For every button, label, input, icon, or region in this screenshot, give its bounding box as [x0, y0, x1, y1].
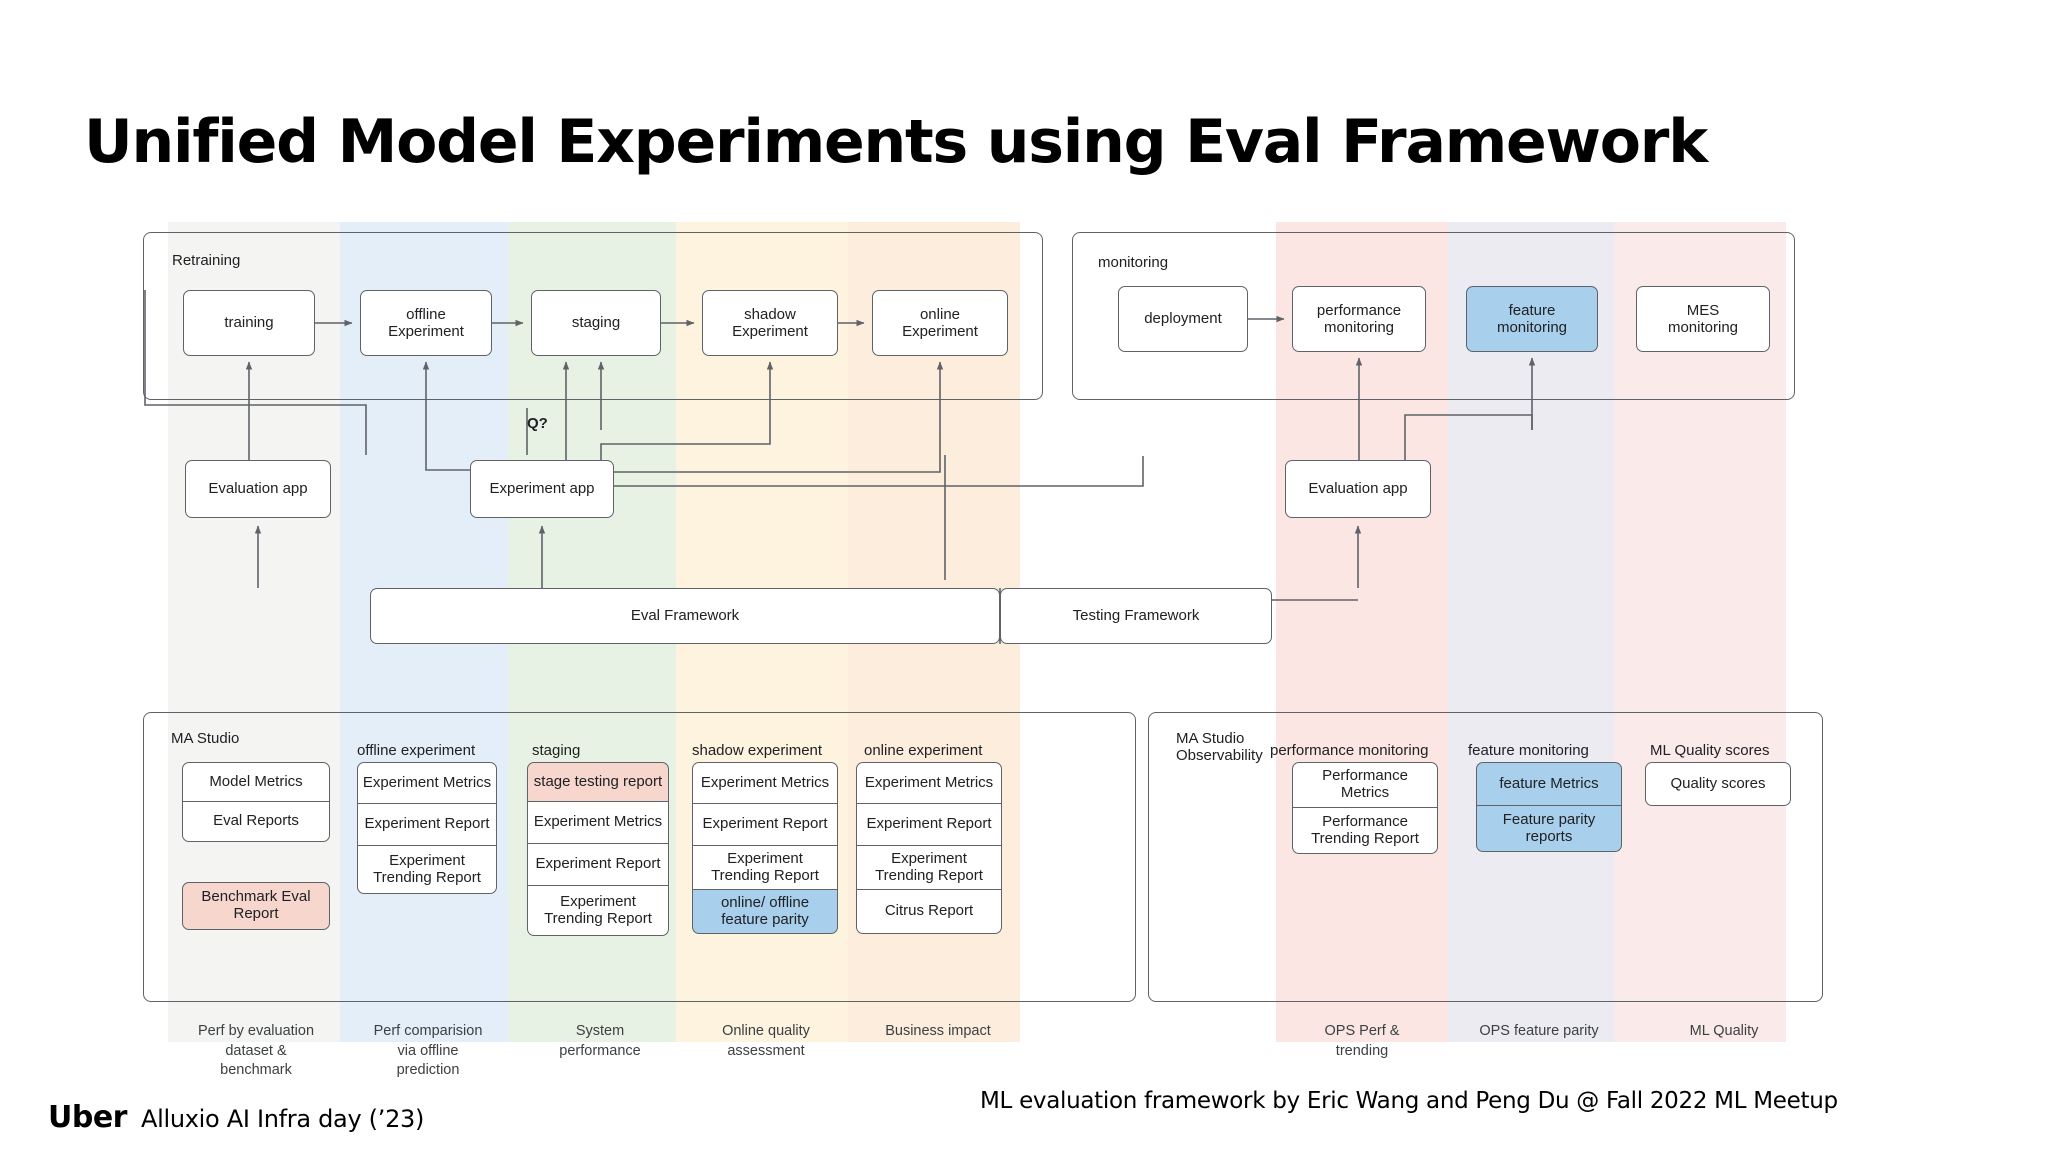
evaluation-app-left[interactable]: Evaluation app	[185, 460, 331, 518]
eval-framework[interactable]: Eval Framework	[370, 588, 1000, 644]
card-model-metrics[interactable]: Model Metrics	[182, 762, 330, 802]
card-eval-reports[interactable]: Eval Reports	[182, 802, 330, 842]
q-question-label: Q?	[527, 415, 548, 432]
card-quality-scores[interactable]: Quality scores	[1645, 762, 1791, 806]
online-experiment-column-title: online experiment	[864, 742, 983, 759]
retraining-group-label: Retraining	[172, 252, 241, 269]
caption-ops-feature: OPS feature parity	[1479, 1023, 1599, 1039]
ma-studio-observability-panel	[1148, 712, 1823, 1002]
experiment-app[interactable]: Experiment app	[470, 460, 614, 518]
evaluation-app-right[interactable]: Evaluation app	[1285, 460, 1431, 518]
card-experiment-metrics[interactable]: Experiment Metrics	[527, 802, 669, 844]
caption-ops-perf: OPS Perf &trending	[1324, 1023, 1400, 1059]
monitoring-group	[1072, 232, 1795, 400]
staging-column-title: staging	[532, 742, 581, 759]
caption-ml-quality: ML Quality	[1689, 1023, 1759, 1039]
card-feature-metrics[interactable]: feature Metrics	[1476, 762, 1622, 806]
ma-studio-panel-label: MA Studio	[171, 730, 240, 747]
credit-line: ML evaluation framework by Eric Wang and…	[980, 1088, 1838, 1114]
caption-business-impact: Business impact	[885, 1023, 991, 1039]
monitoring-node-deployment[interactable]: deployment	[1118, 286, 1248, 352]
card-citrus-report[interactable]: Citrus Report	[856, 890, 1002, 934]
retraining-group	[143, 232, 1043, 400]
card-experiment-report[interactable]: Experiment Report	[856, 804, 1002, 846]
card-experiment-metrics[interactable]: Experiment Metrics	[357, 762, 497, 804]
ma-studio-panel	[143, 712, 1136, 1002]
monitoring-group-label: monitoring	[1098, 254, 1169, 271]
retraining-node-training[interactable]: training	[183, 290, 315, 356]
event-name: Alluxio AI Infra day (’23)	[140, 1105, 425, 1133]
testing-framework[interactable]: Testing Framework	[1000, 588, 1272, 644]
offline-experiment-column-title: offline experiment	[357, 742, 476, 759]
shadow-experiment-column-title: shadow experiment	[692, 742, 823, 759]
page-title: Unified Model Experiments using Eval Fra…	[84, 107, 1708, 177]
card-experiment-metrics[interactable]: Experiment Metrics	[692, 762, 838, 804]
card-experiment-report[interactable]: Experiment Report	[692, 804, 838, 846]
performance-monitoring-column-title: performance monitoring	[1270, 742, 1429, 759]
retraining-node-staging[interactable]: staging	[531, 290, 661, 356]
uber-logo: Uber	[48, 1100, 127, 1135]
feature-monitoring-column-title: feature monitoring	[1468, 742, 1589, 759]
mlquality-band	[1614, 222, 1786, 1042]
card-experiment-report[interactable]: Experiment Report	[357, 804, 497, 846]
ml-quality-scores-column-title: ML Quality scores	[1650, 742, 1770, 759]
card-experiment-metrics[interactable]: Experiment Metrics	[856, 762, 1002, 804]
card-stage-testing-report[interactable]: stage testing report	[527, 762, 669, 802]
footer-left: Uber Alluxio AI Infra day (’23)	[48, 1100, 424, 1135]
card-experiment-report[interactable]: Experiment Report	[527, 844, 669, 886]
ml-quality-scores-column-stack-0: Quality scores	[1645, 762, 1791, 806]
